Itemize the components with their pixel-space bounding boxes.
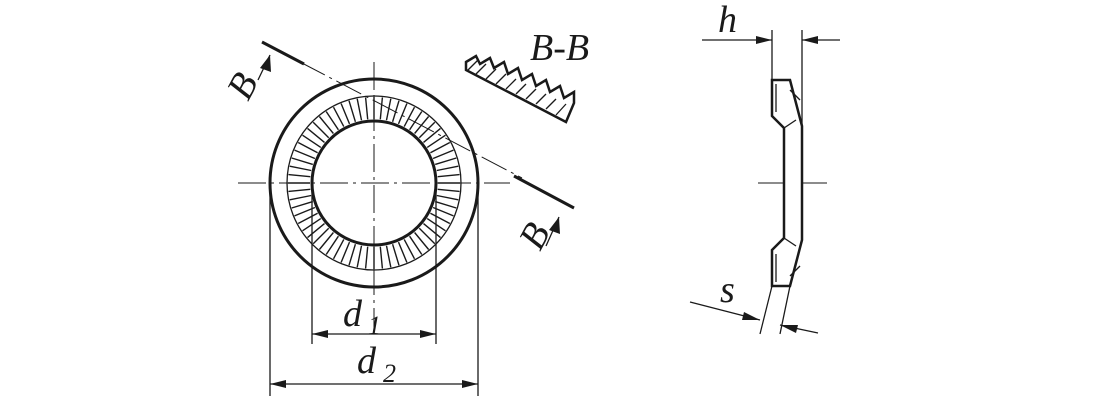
serration-tooth: [391, 100, 400, 123]
washer-side-view: h s: [689, 0, 840, 335]
serration-tooth: [348, 100, 357, 123]
serration-tooth: [423, 127, 441, 143]
inner-diameter-dimension: [311, 186, 437, 344]
serration-tooth: [325, 111, 339, 131]
serration-tooth: [332, 239, 345, 260]
inner-diameter-index: 1: [368, 311, 381, 340]
serration-tooth: [397, 241, 408, 263]
section-cut-mark-top: [261, 40, 305, 66]
height-label: h: [718, 0, 737, 41]
section-arrow-bottom: [545, 216, 560, 247]
serration-tooth: [364, 246, 369, 269]
section-mark-bottom: B: [511, 216, 559, 256]
outer-diameter-letter: d: [357, 340, 377, 382]
serration-tooth: [397, 103, 408, 125]
serration-tooth: [418, 227, 436, 245]
section-arrow-top: [257, 54, 271, 81]
serration-outer-circle: [286, 95, 462, 271]
inner-diameter-letter: d: [343, 293, 363, 335]
serration-tooth: [289, 194, 312, 201]
outer-diameter-index: 2: [383, 359, 396, 388]
side-serration-bottom: [783, 237, 797, 247]
thickness-label: s: [720, 269, 735, 311]
serration-tooth: [409, 235, 423, 255]
serration-tooth: [385, 245, 392, 268]
section-hatching: [467, 59, 567, 116]
serration-tooth: [385, 98, 392, 121]
serration-tooth: [364, 97, 369, 120]
serration-tooth: [289, 165, 312, 172]
thickness-dimension: [689, 285, 819, 335]
section-cut-mark-bottom: [513, 174, 575, 210]
serration-tooth: [297, 141, 318, 154]
serration-tooth: [302, 134, 322, 148]
outer-diameter-dimension: [269, 188, 479, 396]
serration-tooth: [288, 173, 311, 178]
inner-hole-circle: [310, 119, 438, 247]
section-line: [299, 61, 523, 179]
serration-tooth: [294, 149, 316, 160]
section-mark-top: B: [219, 66, 267, 106]
serration-tooth: [325, 235, 339, 255]
serration-tooth: [403, 239, 416, 260]
serration-tooth: [291, 200, 314, 209]
side-serration-top: [783, 119, 797, 129]
serration-tooth: [391, 243, 400, 266]
serration-tooth: [291, 157, 314, 166]
serration-tooth: [437, 188, 460, 193]
serration-tooth: [307, 127, 325, 143]
side-notch-top: [789, 89, 801, 101]
serration-tooth: [430, 212, 451, 225]
serration-tooth: [297, 212, 318, 225]
height-dimension: [702, 30, 840, 126]
serration-tooth: [430, 141, 451, 154]
serration-tooth: [434, 200, 457, 209]
serration-tooth: [348, 243, 357, 266]
serration-tooth: [432, 149, 454, 160]
serration-tooth: [318, 116, 334, 134]
serration-tooth: [332, 106, 345, 127]
serration-tooth: [437, 173, 460, 178]
outer-circle: [268, 77, 480, 289]
serration-tooth: [379, 97, 384, 120]
serration-tooth: [426, 134, 446, 148]
serration-tooth: [356, 98, 363, 121]
serration-tooth: [318, 232, 334, 250]
serration-tooth: [312, 227, 330, 245]
serration-tooth: [418, 121, 436, 139]
section-title: B-B: [530, 27, 589, 69]
serration-tooth: [340, 103, 351, 125]
serration-tooth: [434, 157, 457, 166]
serration-tooth: [340, 241, 351, 263]
washer-front-view: B B d 1 d 2: [219, 40, 575, 396]
side-notch-bottom: [789, 265, 801, 277]
serration-tooth: [379, 246, 384, 269]
serration-tooth: [414, 232, 430, 250]
section-view-b-b: B-B: [464, 27, 589, 124]
serration-tooth: [409, 111, 423, 131]
serration-tooth: [356, 245, 363, 268]
serration-tooth: [307, 223, 325, 239]
serration-tooth: [403, 106, 416, 127]
serration-tooth: [436, 194, 459, 201]
serration-tooth: [423, 223, 441, 239]
serration-tooth: [288, 188, 311, 193]
serration-tooth: [312, 121, 330, 139]
serration-tooth: [436, 165, 459, 172]
